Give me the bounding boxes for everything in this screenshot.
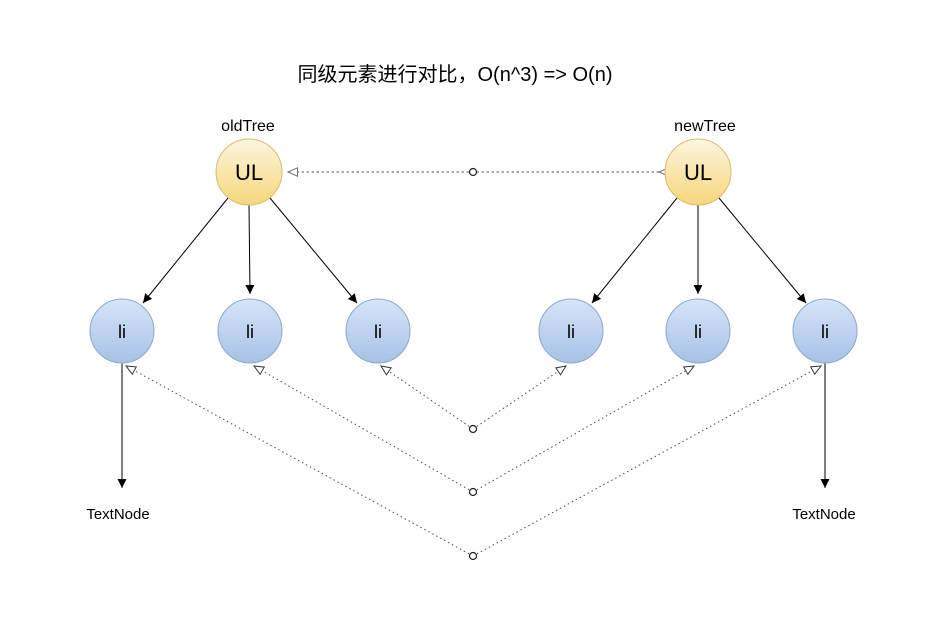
diagram-title: 同级元素进行对比，O(n^3) => O(n) [298, 63, 613, 86]
node-li-new-3 [792, 298, 858, 364]
node-li-old-2 [217, 298, 283, 364]
old-tree-label: oldTree [221, 118, 275, 135]
node-li-old-3 [345, 298, 411, 364]
connector-dot-roots [468, 167, 478, 177]
edge-compare-newli2 [472, 365, 696, 493]
node-li-old-1 [89, 298, 155, 364]
edge-compare-oldli1 [124, 365, 474, 557]
node-ul-new-label: UL [684, 160, 712, 185]
textnode-label-old: TextNode [86, 506, 149, 523]
edge-oldul-li3 [269, 197, 358, 304]
node-ul-old [215, 138, 283, 206]
edge-compare-oldli3 [379, 365, 474, 430]
old-tree: UL li li li [89, 138, 411, 364]
connector-dot-pair3 [468, 551, 478, 561]
edge-compare-newli3 [472, 365, 823, 557]
node-li-new-3-label: li [821, 322, 829, 342]
edge-newul-li3 [718, 197, 807, 304]
connector-dot-pair1 [468, 424, 478, 434]
textnode-label-new: TextNode [792, 506, 855, 523]
new-tree-label: newTree [674, 118, 736, 135]
connector-dots [468, 167, 478, 561]
node-li-old-2-label: li [246, 322, 254, 342]
solid-edges [117, 197, 830, 488]
node-li-new-1-label: li [567, 322, 575, 342]
node-ul-old-label: UL [235, 160, 263, 185]
node-li-old-3-label: li [374, 322, 382, 342]
node-ul-new [664, 138, 732, 206]
connector-dot-pair2 [468, 487, 478, 497]
edge-compare-newli1 [472, 365, 568, 430]
node-li-old-1-label: li [118, 322, 126, 342]
compare-edges [124, 365, 823, 557]
edge-oldul-li2 [245, 204, 255, 295]
new-tree: UL li li li [538, 138, 858, 364]
node-li-new-2-label: li [694, 322, 702, 342]
edge-compare-oldli2 [252, 365, 474, 493]
node-li-new-1 [538, 298, 604, 364]
edge-newul-li1 [591, 197, 678, 304]
edge-oldul-li1 [142, 197, 229, 304]
node-li-new-2 [665, 298, 731, 364]
